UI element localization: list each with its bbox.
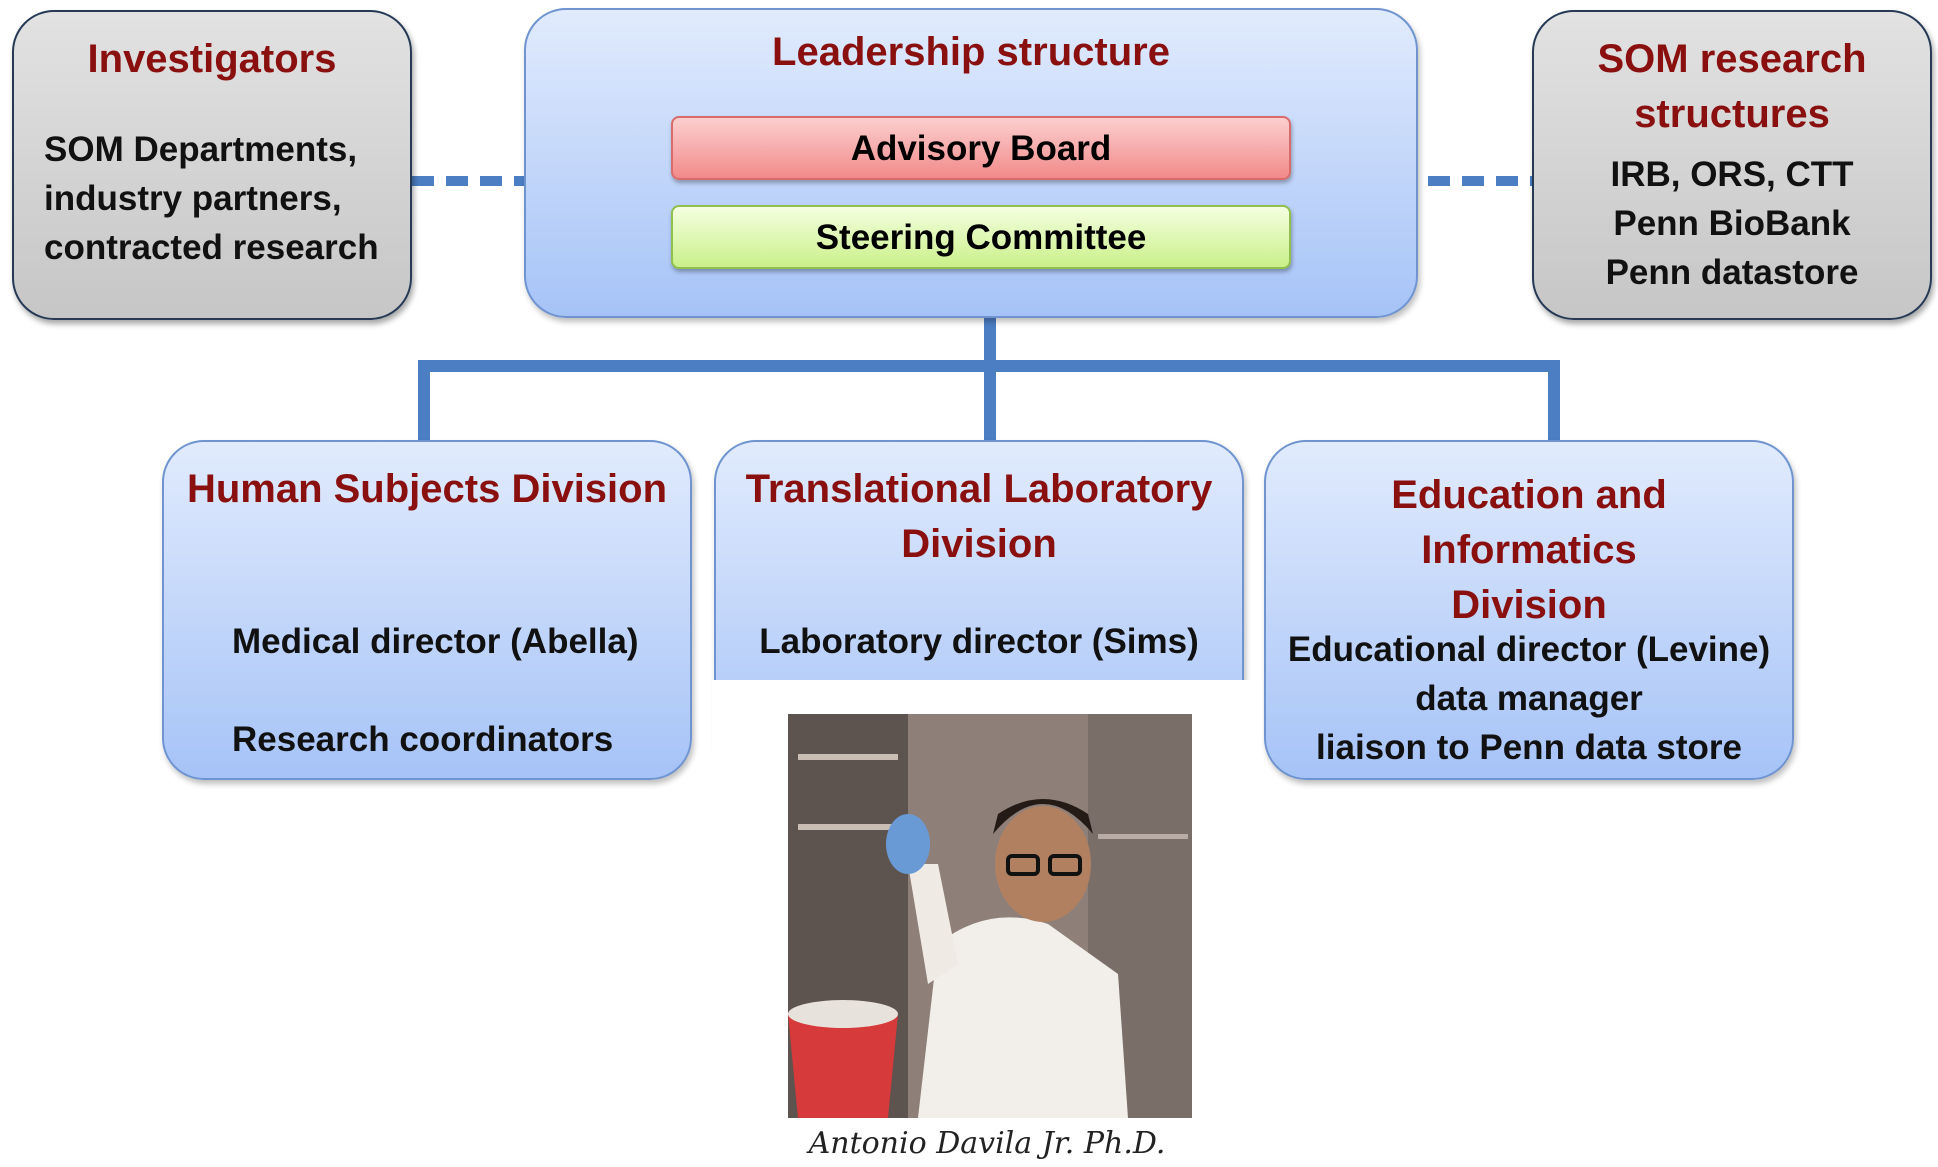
connector-dashed-right xyxy=(1428,176,1532,186)
division-title-line: Division xyxy=(901,522,1057,566)
division-title-line: Translational Laboratory xyxy=(745,467,1213,511)
connector-horizontal xyxy=(418,360,1560,372)
investigators-box: Investigators SOM Departments, industry … xyxy=(12,10,412,320)
investigators-list: SOM Departments, industry partners, cont… xyxy=(14,125,410,272)
leadership-title: Leadership structure xyxy=(772,30,1170,74)
division-line: data manager xyxy=(1415,679,1643,718)
steering-committee-bar: Steering Committee xyxy=(671,205,1291,269)
investigators-title: Investigators xyxy=(87,37,337,81)
division-line: Laboratory director (Sims) xyxy=(759,622,1199,661)
connector-left-drop xyxy=(418,360,430,442)
division-title-line: Education and xyxy=(1391,473,1667,517)
advisory-board-bar: Advisory Board xyxy=(671,116,1291,180)
som-research-title-line: structures xyxy=(1634,92,1830,136)
division-line: Medical director (Abella) xyxy=(232,622,639,661)
som-research-line: Penn datastore xyxy=(1605,253,1859,292)
connector-dashed-left xyxy=(412,176,524,186)
human-subjects-division-box: Human Subjects Division Medical director… xyxy=(162,440,692,780)
som-research-box: SOM research structures IRB, ORS, CTT Pe… xyxy=(1532,10,1932,320)
division-body: Laboratory director (Sims) xyxy=(716,617,1242,666)
som-research-title: SOM research structures xyxy=(1534,32,1930,142)
portrait-illustration xyxy=(788,714,1192,1118)
investigators-line: industry partners, xyxy=(44,179,342,218)
som-research-line: Penn BioBank xyxy=(1613,204,1851,243)
division-title: Human Subjects Division xyxy=(186,467,668,511)
portrait-photo xyxy=(788,714,1192,1118)
division-title: Translational Laboratory Division xyxy=(716,462,1242,572)
division-line: liaison to Penn data store xyxy=(1316,728,1742,767)
connector-right-drop xyxy=(1548,360,1560,442)
division-body: Medical director (Abella) Research coord… xyxy=(164,617,690,764)
division-body: Educational director (Levine) data manag… xyxy=(1266,625,1792,772)
som-research-title-line: SOM research xyxy=(1597,37,1867,81)
photo-caption: Antonio Davila Jr. Ph.D. xyxy=(808,1126,1166,1161)
connector-vertical-main xyxy=(984,318,996,442)
education-informatics-division-box: Education and Informatics Division Educa… xyxy=(1264,440,1794,780)
division-title-line: Division xyxy=(1451,583,1607,627)
division-line: Educational director (Levine) xyxy=(1287,630,1771,669)
division-line: Research coordinators xyxy=(232,720,614,759)
som-research-list: IRB, ORS, CTT Penn BioBank Penn datastor… xyxy=(1534,150,1930,297)
division-title: Education and Informatics Division xyxy=(1266,468,1792,633)
som-research-line: IRB, ORS, CTT xyxy=(1610,155,1854,194)
investigators-line: SOM Departments, xyxy=(44,130,358,169)
division-title-line: Informatics xyxy=(1421,528,1637,572)
investigators-line: contracted research xyxy=(44,228,379,267)
